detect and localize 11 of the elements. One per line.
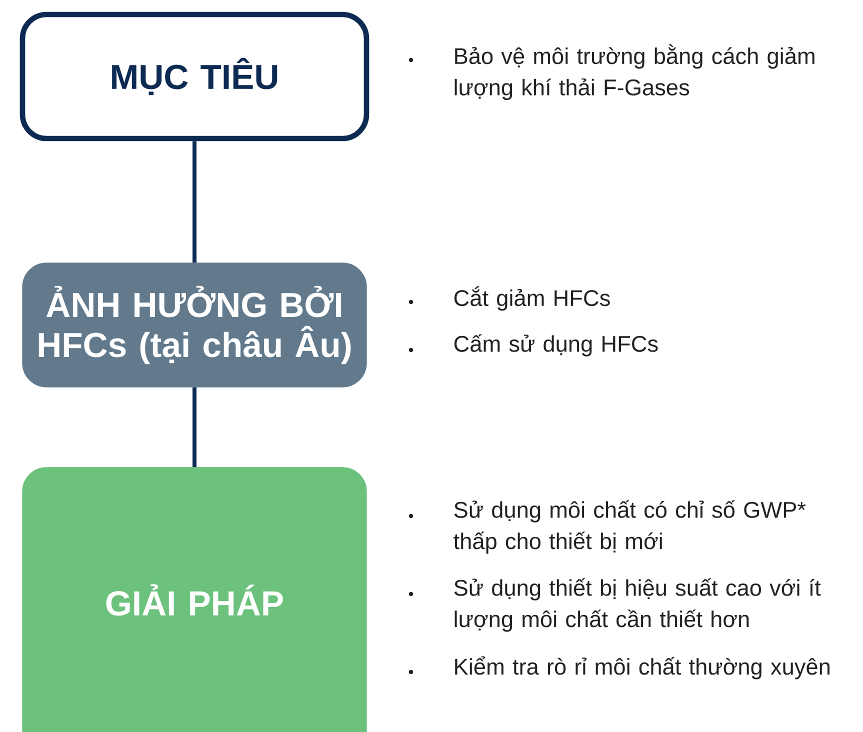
target-box: MỤC TIÊU [20,12,370,142]
bullet-text: Bảo vệ môi trường bằng cách giảm lượng khí thải F-Gases [454,44,814,100]
connector-line [192,141,196,263]
bullet-text: Sử dụng thiết bị hiệu suất cao với ít lượng môi chất cần thiết hơn [454,578,821,632]
impact-box: ẢNH HƯỞNG BỞI HFCs (tại châu Âu) [22,262,367,388]
bullet-text: Cấm sử dụng HFCs [454,334,658,356]
bullet-text: Kiểm tra rò rỉ môi chất thường xuyên [455,656,830,680]
solution-box: GIẢI PHÁP [22,467,367,732]
bullet-text: Sử dụng môi chất có chỉ số GWP* thấp cho thiết bị mới [454,500,806,554]
bullet-text: Cắt giảm HFCs [454,286,610,311]
connector-line [192,387,196,468]
